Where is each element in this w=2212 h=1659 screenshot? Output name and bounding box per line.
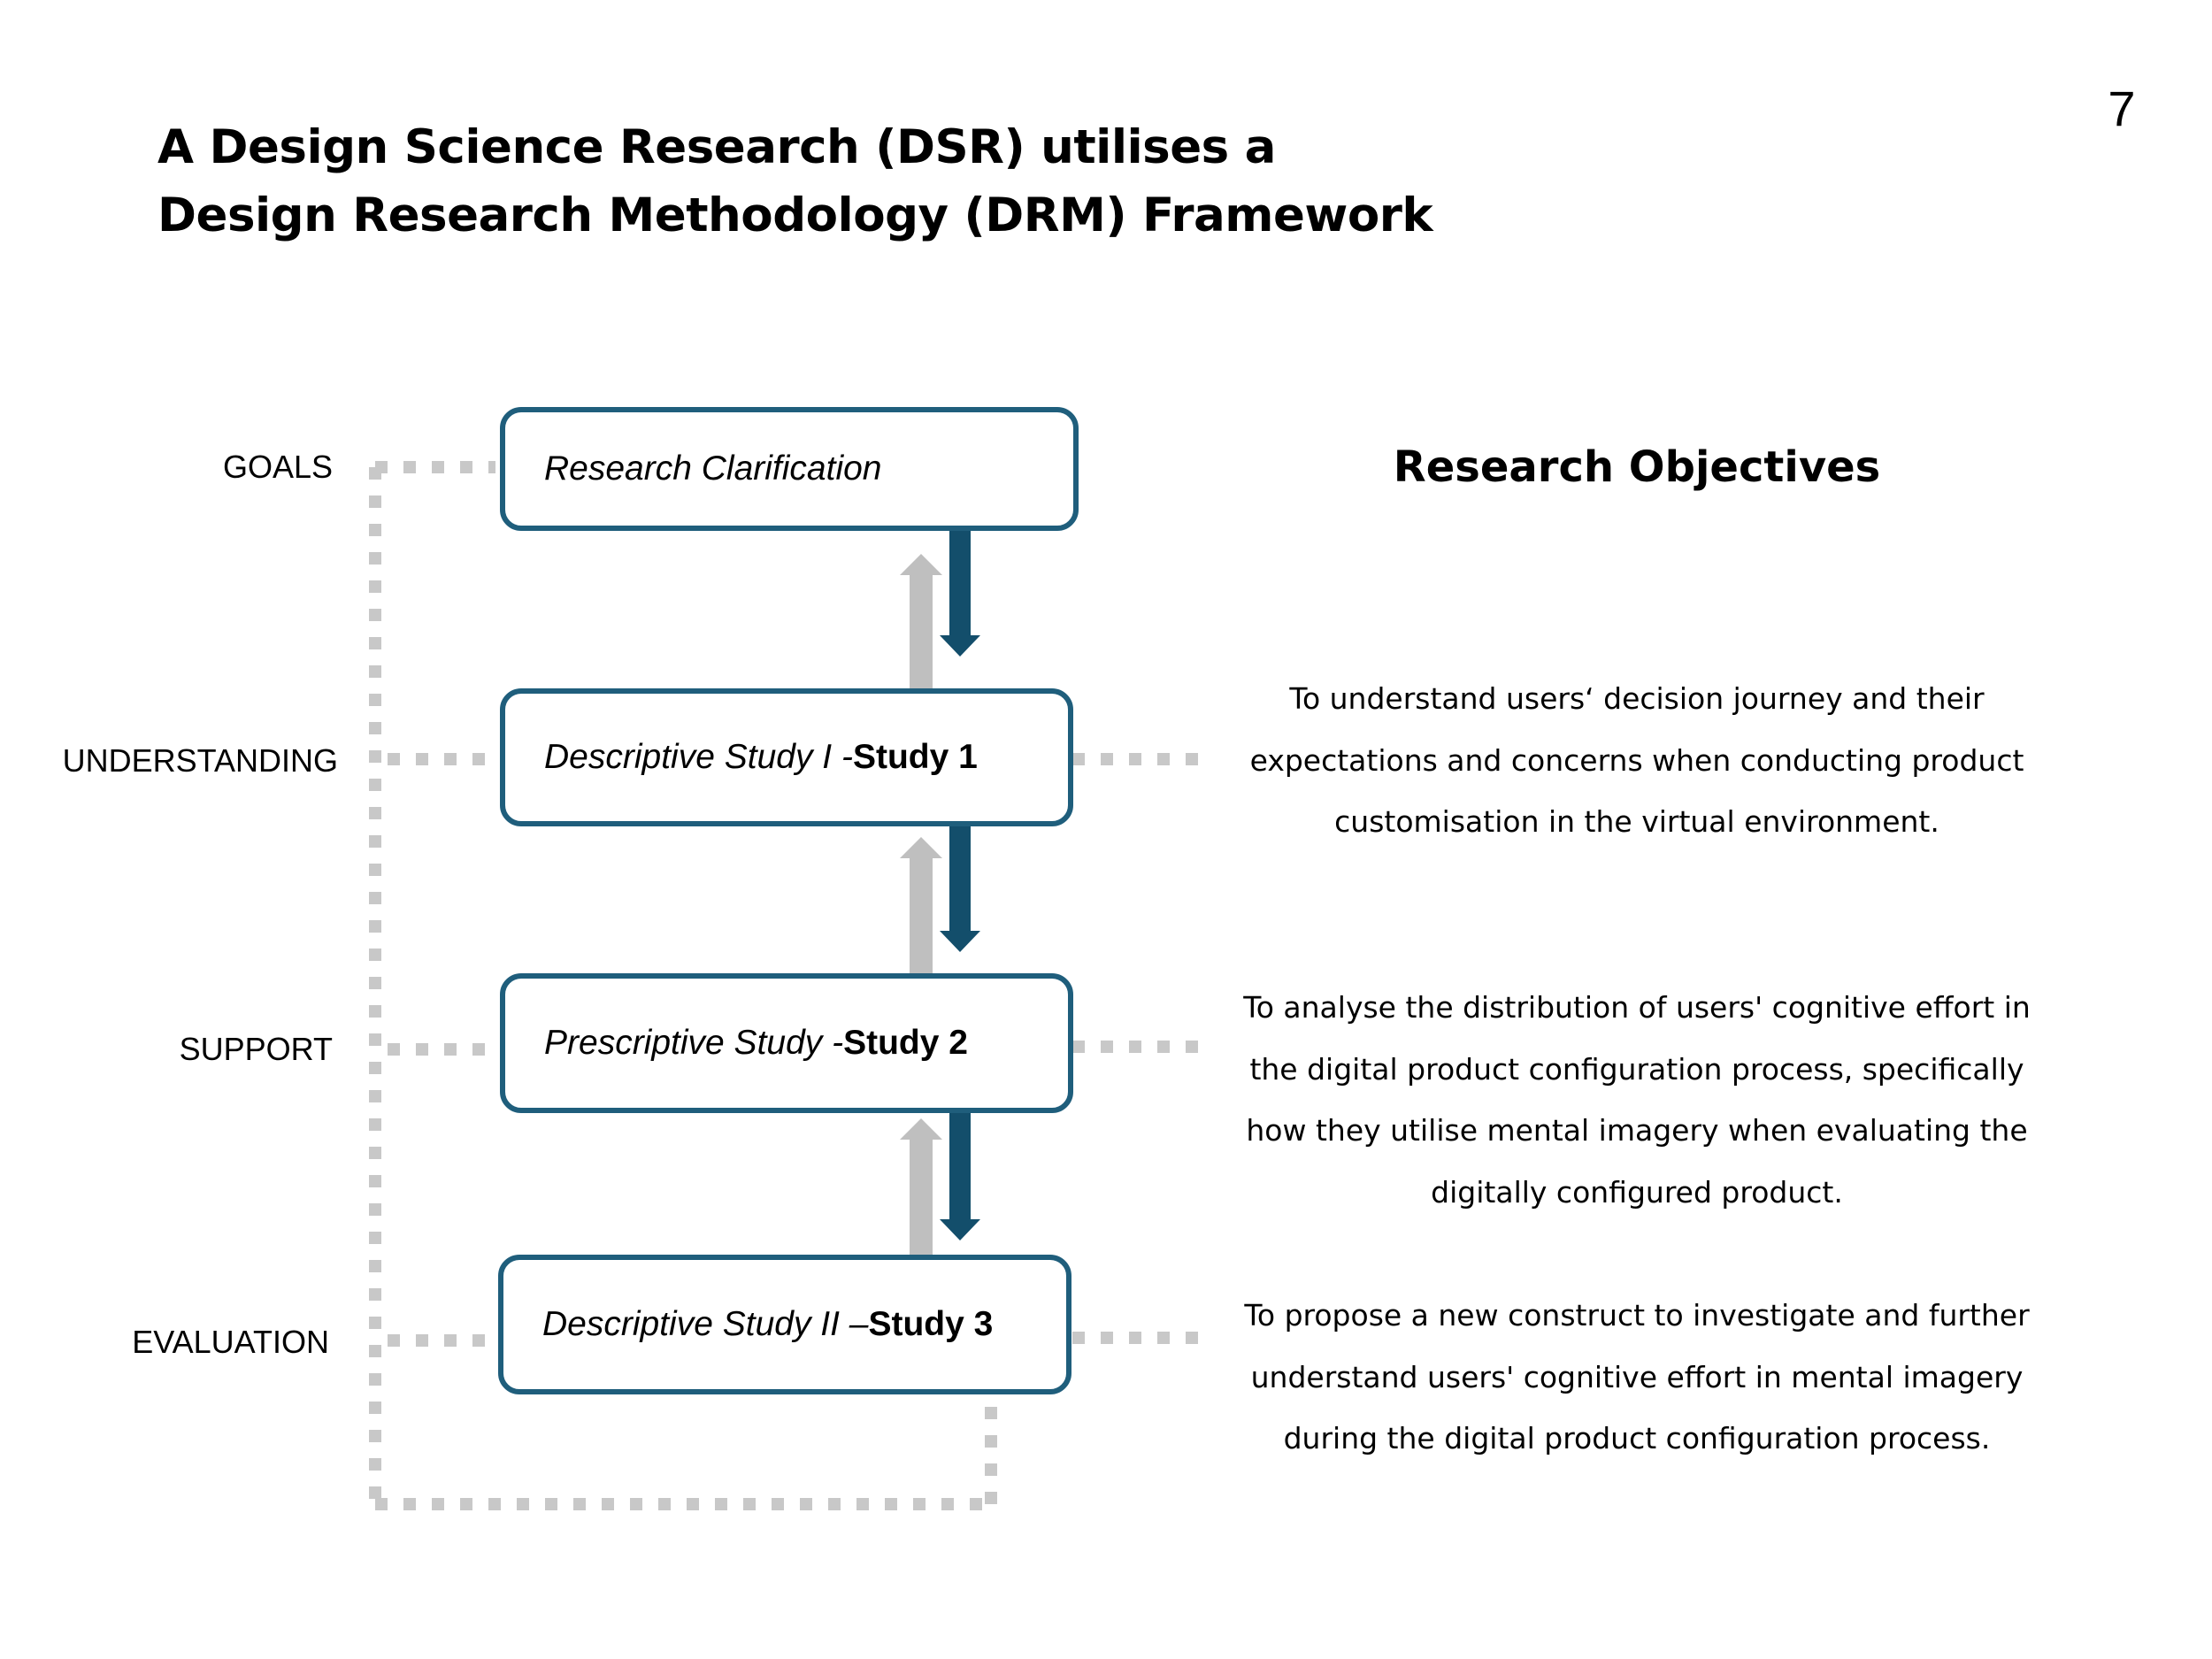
title-line-2: Design Research Methodology (DRM) Framew… [157,188,1433,242]
slide-title: A Design Science Research (DSR) utilises… [157,113,1750,250]
up-arrow-3 [900,1118,942,1255]
stage-box-prescriptive-study: Prescriptive Study - Study 2 [500,973,1073,1113]
title-line-1: A Design Science Research (DSR) utilises… [157,120,1276,174]
stage-label-understanding: UNDERSTANDING [62,742,338,779]
objective-study-1: To understand users‘ decision journey an… [1249,681,2024,839]
down-arrow-1 [940,527,980,657]
down-arrow-2 [940,823,980,952]
stage-box-descriptive-study-1: Descriptive Study I - Study 1 [500,688,1073,826]
slide-number: 7 [2108,81,2136,136]
stage-box-study: Study 3 [868,1305,994,1343]
stage-box-descriptive-study-2: Descriptive Study II – Study 3 [498,1255,1071,1394]
objective-study-3: To propose a new construct to investigat… [1244,1298,2030,1455]
stage-box-text: Research Clarification [544,449,882,488]
up-arrow-1 [900,554,942,688]
down-arrow-3 [940,1108,980,1240]
stage-box-research-clarification: Research Clarification [500,407,1079,531]
stage-label-support: SUPPORT [179,1031,333,1067]
research-objectives-heading: Research Objectives [1393,442,1881,492]
stage-label-goals: GOALS [222,449,333,485]
stage-box-study: Study 2 [843,1024,968,1062]
stage-box-text: Descriptive Study I - [544,738,853,776]
dotted-feedback-loop [369,461,1199,1510]
stage-box-study: Study 1 [852,738,978,776]
objective-study-2: To analyse the distribution of users' co… [1243,990,2031,1210]
stage-label-evaluation: EVALUATION [132,1324,329,1360]
up-arrow-2 [900,837,942,973]
stage-box-text: Prescriptive Study - [544,1024,844,1062]
stage-box-text: Descriptive Study II – [542,1305,869,1343]
